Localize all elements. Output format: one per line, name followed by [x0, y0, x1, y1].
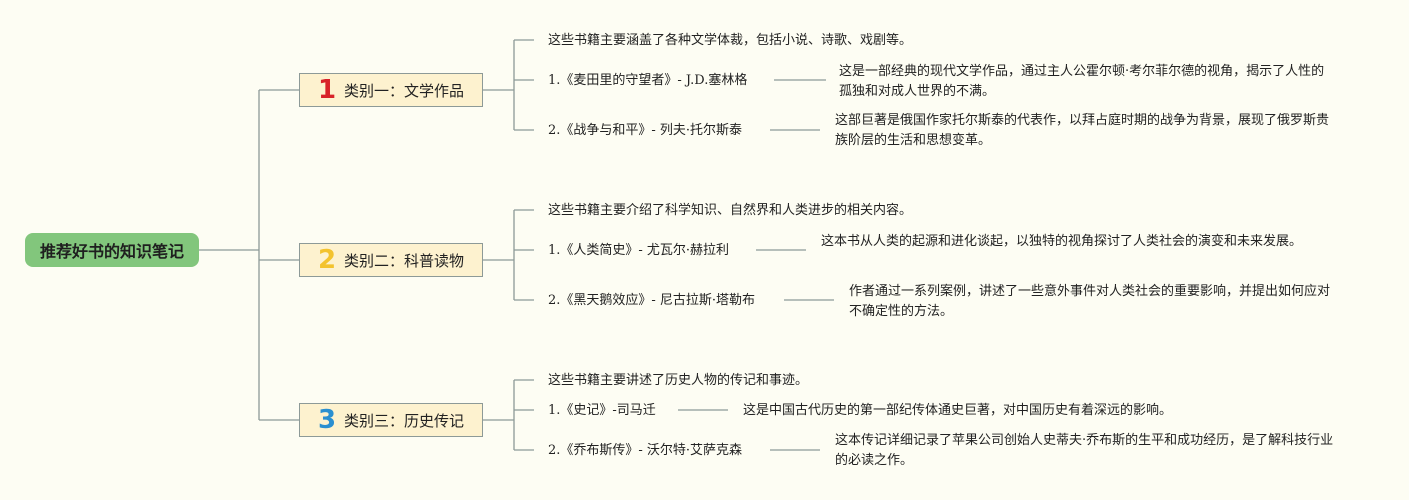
root-title: 推荐好书的知识笔记 [39, 242, 184, 261]
book-description: 这本传记详细记录了苹果公司创始人史蒂夫·乔布斯的生平和成功经历，是了解科技行业的… [835, 433, 1334, 468]
number-2-icon: 2 [317, 245, 337, 275]
category-node-literature[interactable]: 1 类别一：文学作品 [299, 73, 483, 107]
book-node[interactable]: 2.《乔布斯传》- 沃尔特·艾萨克森 [548, 443, 743, 458]
book-node[interactable]: 1.《麦田里的守望者》- J.D.塞林格 [548, 73, 748, 88]
root-node[interactable]: 推荐好书的知识笔记 [25, 233, 199, 267]
book-description: 这是一部经典的现代文学作品，通过主人公霍尔顿·考尔菲尔德的视角，揭示了人性的孤独… [839, 64, 1325, 99]
category-summary: 这些书籍主要介绍了科学知识、自然界和人类进步的相关内容。 [548, 203, 913, 218]
category-label: 类别二：科普读物 [344, 251, 465, 270]
category-node-popular-science[interactable]: 2 类别二：科普读物 [299, 243, 483, 277]
category-summary: 这些书籍主要讲述了历史人物的传记和事迹。 [548, 373, 809, 388]
book-description: 这是中国古代历史的第一部纪传体通史巨著，对中国历史有着深远的影响。 [743, 403, 1173, 418]
category-summary: 这些书籍主要涵盖了各种文学体裁，包括小说、诗歌、戏剧等。 [548, 33, 913, 48]
book-node[interactable]: 2.《黑天鹅效应》- 尼古拉斯·塔勒布 [548, 293, 756, 308]
category-node-history-biography[interactable]: 3 类别三：历史传记 [299, 403, 483, 437]
book-node[interactable]: 1.《人类简史》- 尤瓦尔·赫拉利 [548, 243, 730, 258]
number-3-icon: 3 [317, 405, 337, 435]
book-description: 这本书从人类的起源和进化谈起，以独特的视角探讨了人类社会的演变和未来发展。 [821, 234, 1303, 249]
number-1-icon: 1 [317, 75, 337, 105]
category-label: 类别一：文学作品 [344, 81, 465, 100]
book-node[interactable]: 2.《战争与和平》- 列夫·托尔斯泰 [548, 123, 743, 138]
book-description: 作者通过一系列案例，讲述了一些意外事件对人类社会的重要影响，并提出如何应对不确定… [849, 284, 1331, 319]
book-node[interactable]: 1.《史记》-司马迁 [548, 403, 656, 418]
book-description: 这部巨著是俄国作家托尔斯泰的代表作，以拜占庭时期的战争为背景，展现了俄罗斯贵族阶… [835, 113, 1330, 148]
category-label: 类别三：历史传记 [344, 411, 465, 430]
